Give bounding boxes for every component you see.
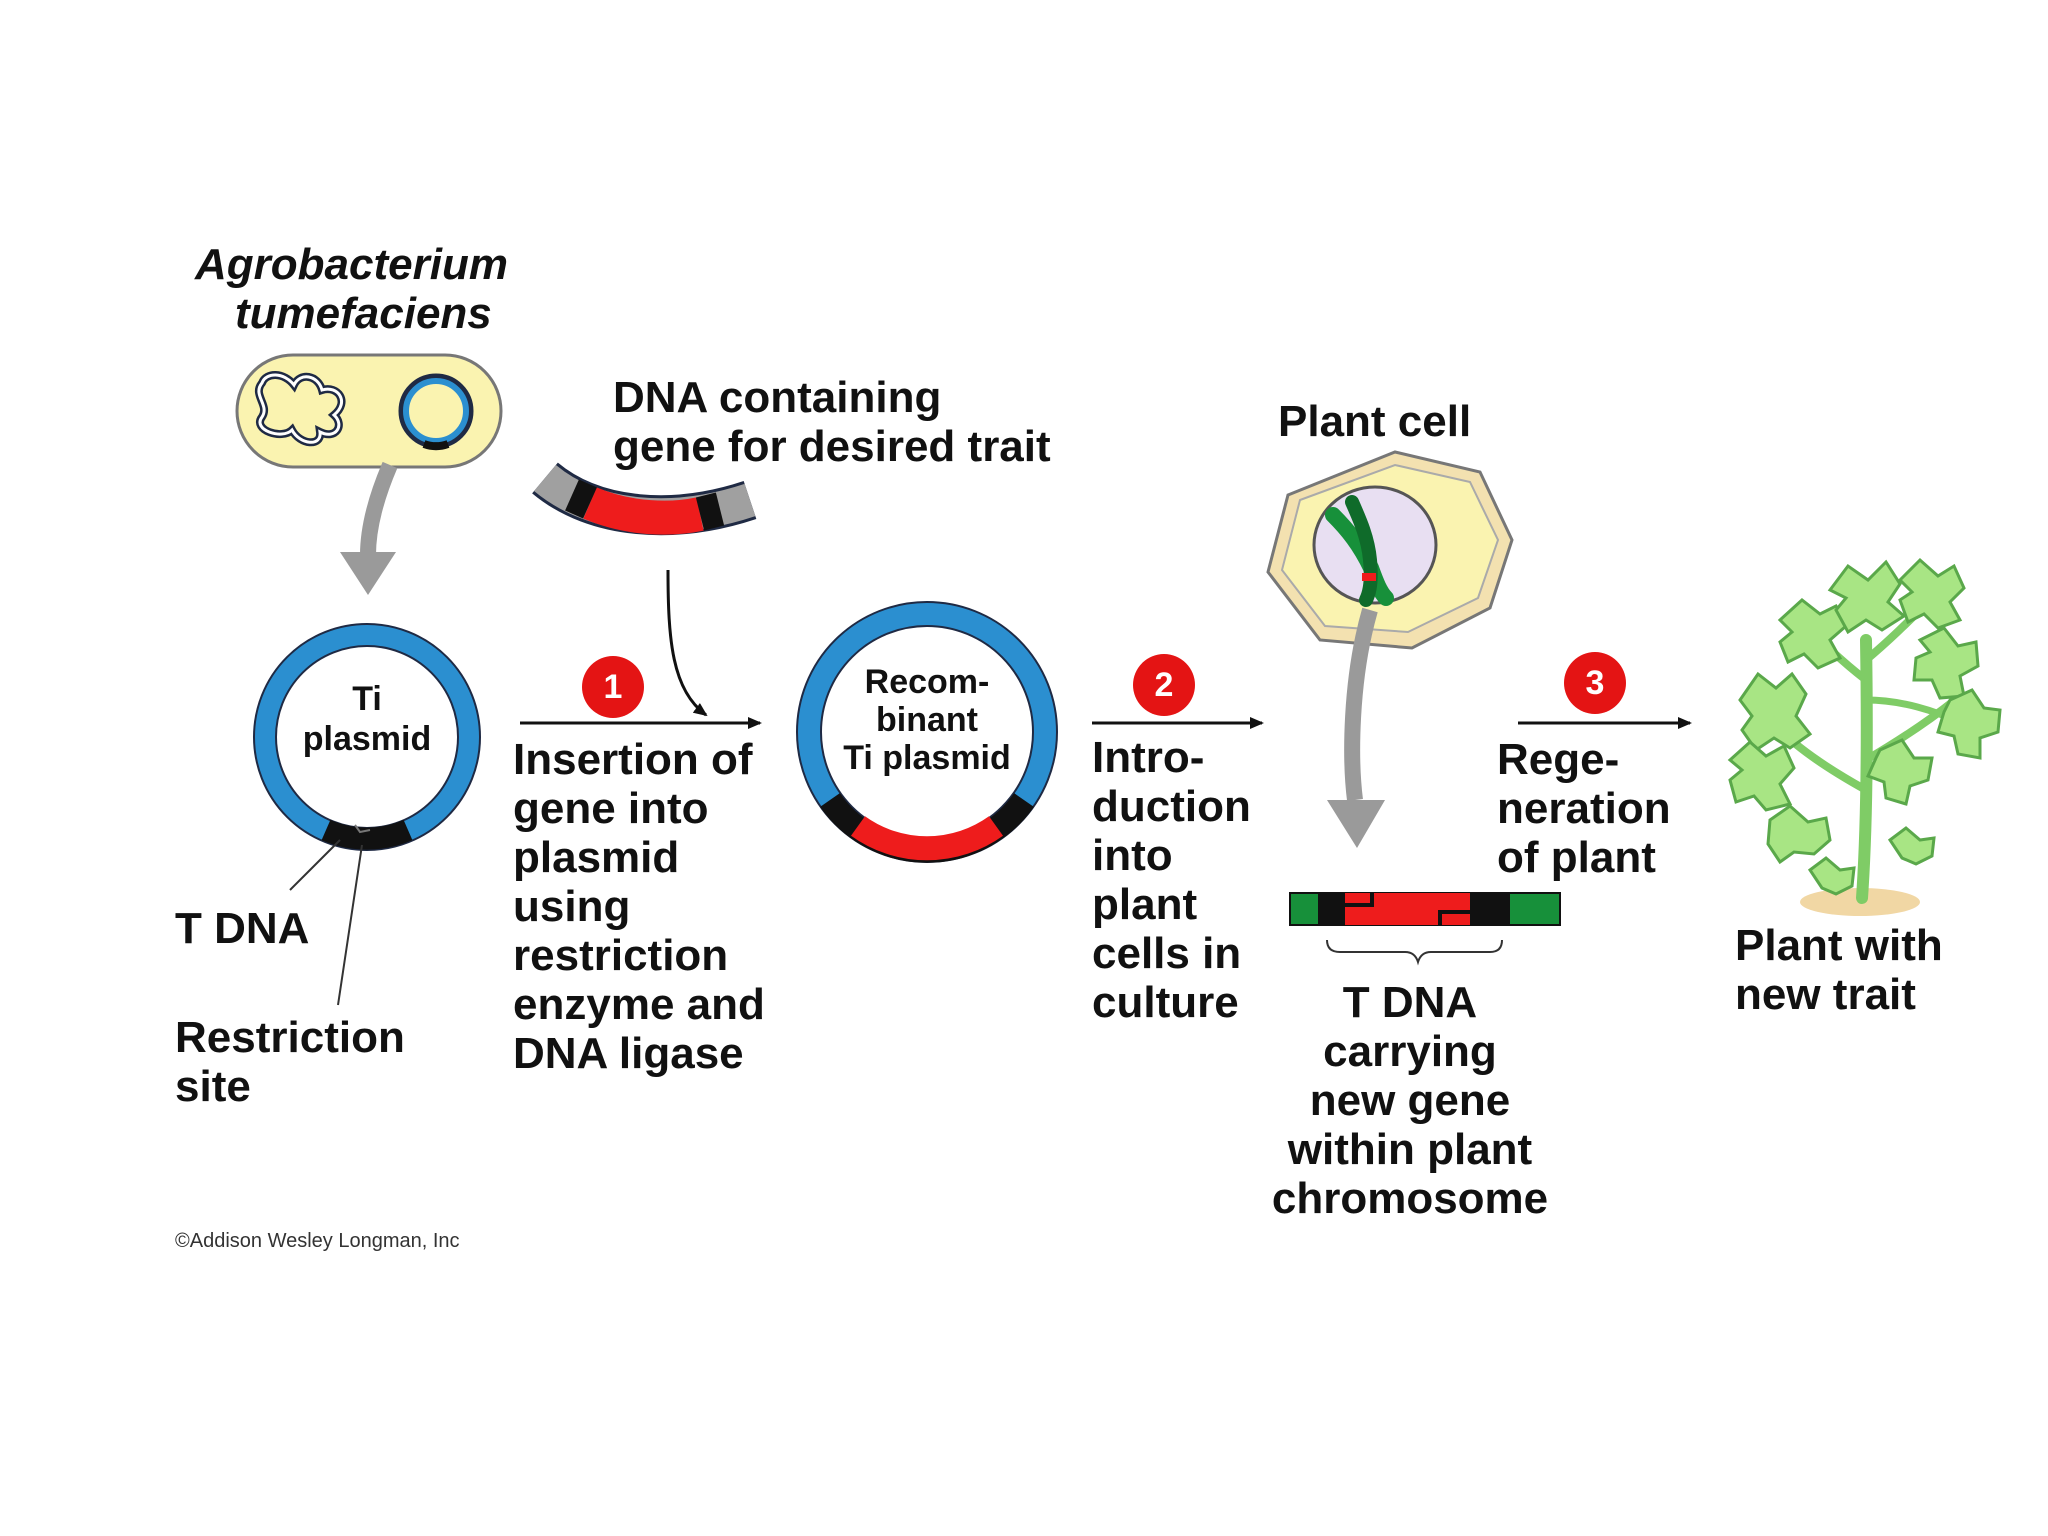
ti-plasmid-label-line2: plasmid: [302, 720, 432, 758]
step-2-description: Intro- duction into plant cells in cultu…: [1092, 733, 1251, 1027]
recombinant-label-line3: Ti plasmid: [843, 739, 1011, 777]
plant-trait-label-line2: new trait: [1735, 970, 1916, 1019]
recombinant-label-line1: Recom-: [864, 663, 990, 701]
t-dna-brace: [1326, 939, 1503, 966]
step-2-line: cells in: [1092, 929, 1242, 978]
dna-label-line1: DNA containing: [613, 373, 942, 422]
step-2-line: into: [1092, 831, 1173, 880]
step-1-line: restriction: [513, 931, 729, 980]
t-dna-carrying-line: carrying: [1323, 1027, 1497, 1076]
ti-plasmid-ring: [253, 623, 481, 851]
chromosome-strip: [1289, 892, 1561, 926]
plant-cell-icon: [1266, 450, 1514, 650]
step-2-line: plant: [1092, 880, 1198, 929]
t-dna-carrying-line: new gene: [1309, 1076, 1511, 1125]
step-3-line: Rege-: [1497, 735, 1620, 784]
dna-label-line2: gene for desired trait: [613, 422, 1051, 471]
t-dna-carrying-line: within plant: [1287, 1125, 1533, 1174]
restriction-site-label-line1: Restriction: [175, 1013, 405, 1062]
step-2-line: culture: [1092, 978, 1239, 1027]
step-1-line: gene into: [513, 784, 709, 833]
step-3-line: of plant: [1497, 833, 1656, 882]
plant-trait-label-line1: Plant with: [1735, 921, 1943, 970]
step-3-description: Rege- neration of plant: [1497, 735, 1671, 882]
agrobacterium-label-line1: Agrobacterium: [195, 240, 508, 289]
step-3-number: 3: [1585, 664, 1605, 702]
t-dna-carrying-line: T DNA: [1342, 978, 1478, 1027]
step-1-line: Insertion of: [513, 735, 753, 784]
restriction-site-label-line2: site: [175, 1062, 251, 1111]
recombinant-label-line2: binant: [876, 701, 978, 739]
gray-arrow-to-chromosome: [1327, 607, 1385, 848]
t-dna-leader-line: [289, 839, 341, 891]
t-dna-label: T DNA: [175, 904, 310, 953]
copyright-text: ©Addison Wesley Longman, Inc: [175, 1230, 460, 1252]
step-1-description: Insertion of gene into plasmid using res…: [513, 735, 765, 1078]
recombinant-plasmid-ring: [796, 601, 1058, 863]
restriction-site-leader-line: [337, 844, 363, 1006]
step-3-line: neration: [1497, 784, 1671, 833]
step-2-line: Intro-: [1092, 733, 1205, 782]
plant-cell-label: Plant cell: [1278, 397, 1472, 446]
step-1-line: plasmid: [513, 833, 680, 882]
step-1-line: DNA ligase: [513, 1029, 744, 1078]
step-2-number: 2: [1154, 666, 1174, 704]
agrobacterium-cell-icon: [235, 353, 503, 469]
step-3-badge: [1564, 652, 1626, 714]
plant-icon: [1727, 557, 2002, 916]
t-dna-carrying-line: chromosome: [1271, 1174, 1549, 1223]
step-1-line: enzyme and: [513, 980, 765, 1029]
t-dna-carrying-description: T DNA carrying new gene within plant chr…: [1245, 978, 1575, 1223]
insert-arrow: [666, 569, 708, 717]
step-2-line: duction: [1092, 782, 1251, 831]
dna-fragment-icon: [532, 462, 757, 536]
ti-plasmid-label-line1: Ti: [352, 680, 382, 718]
step-1-badge: [582, 656, 644, 718]
agrobacterium-label-line2: tumefaciens: [235, 289, 492, 338]
step-1-number: 1: [603, 668, 623, 706]
step-2-badge: [1133, 654, 1195, 716]
step-1-line: using: [513, 882, 631, 931]
gray-arrow-to-plasmid: [340, 461, 398, 595]
